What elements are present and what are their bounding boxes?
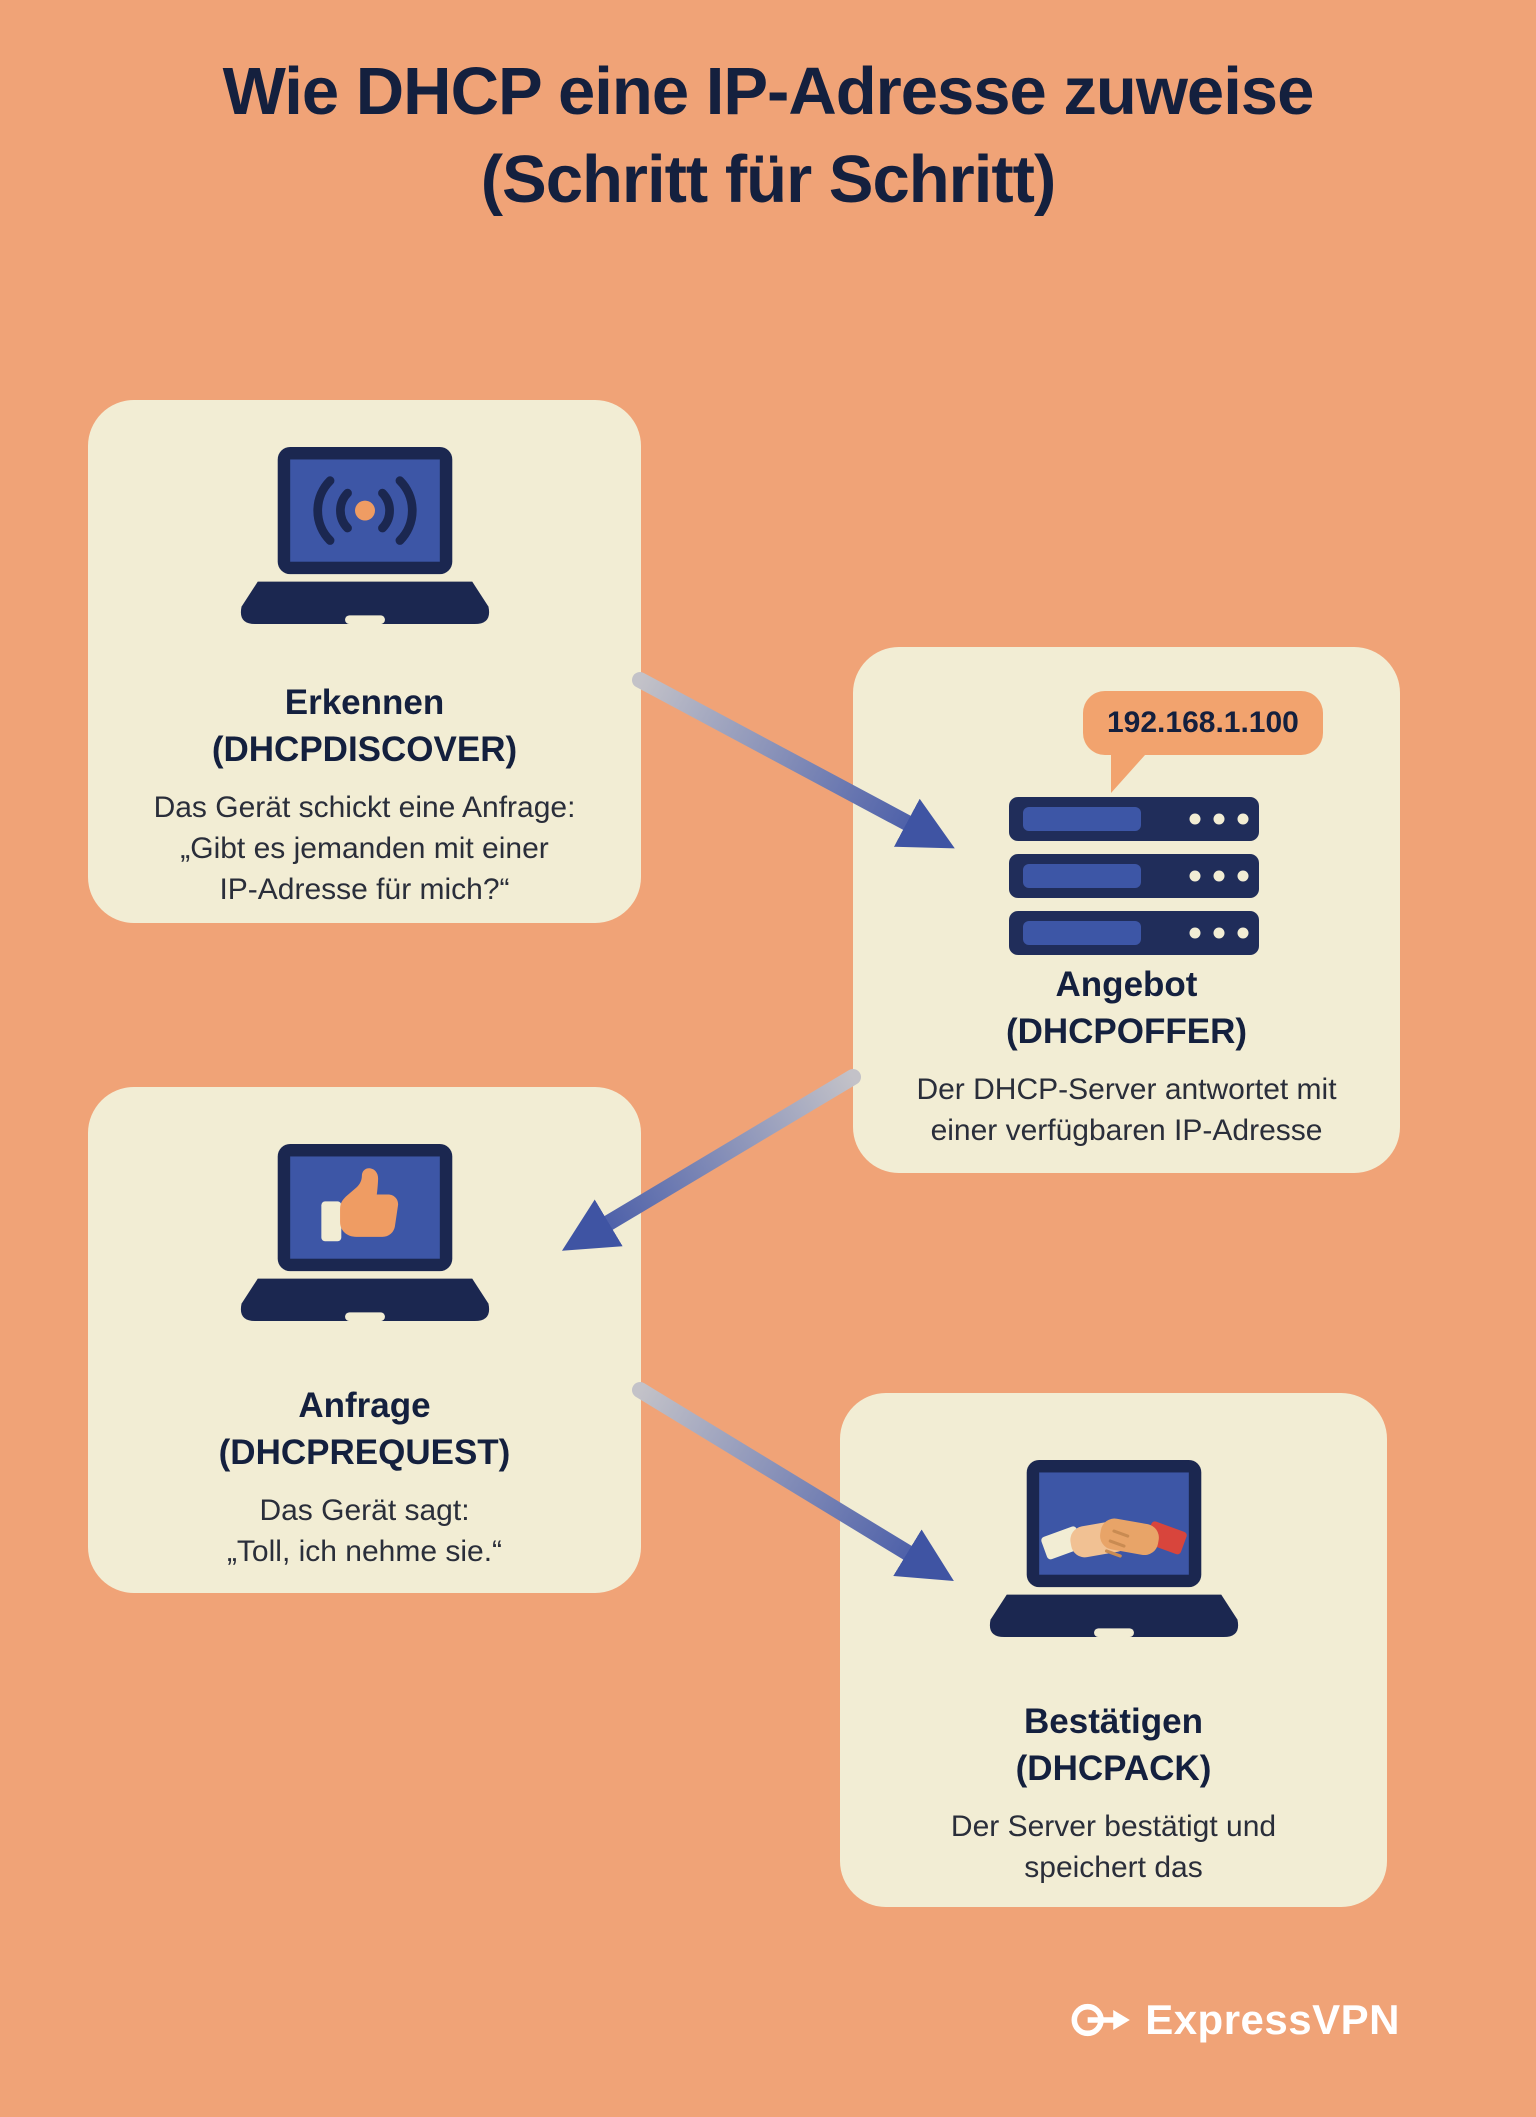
step-body: Der Server bestätigt und speichert das bbox=[951, 1806, 1276, 1889]
step-body-line: IP-Adresse für mich?“ bbox=[219, 873, 510, 907]
step-body-line: speichert das bbox=[1024, 1850, 1203, 1884]
step-body-line: Das Gerät schickt eine Anfrage: bbox=[153, 790, 576, 824]
speech-bubble-tail bbox=[1111, 755, 1145, 793]
step-card-offer: 192.168.1.100 Ang bbox=[853, 647, 1400, 1173]
step-code: (DHCPOFFER) bbox=[1005, 1012, 1248, 1052]
step-body-line: Der DHCP-Server antwortet mit bbox=[916, 1072, 1337, 1106]
step-heading: Erkennen bbox=[284, 683, 445, 722]
page-title: Wie DHCP eine IP-Adresse zuweise (Schrit… bbox=[0, 48, 1536, 225]
step-code: (DHCPDISCOVER) bbox=[211, 730, 518, 770]
brand-name: ExpressVPN bbox=[1145, 1996, 1400, 2043]
offer-visual: 192.168.1.100 bbox=[853, 647, 1400, 961]
step-card-discover: Erkennen (DHCPDISCOVER) Das Gerät schick… bbox=[88, 400, 641, 923]
laptop-broadcast-icon bbox=[240, 446, 489, 625]
step-body: Das Gerät sagt: „Toll, ich nehme sie.“ bbox=[227, 1490, 502, 1573]
step-body-line: einer verfügbaren IP-Adresse bbox=[930, 1113, 1323, 1147]
step-heading: Bestätigen bbox=[1024, 1702, 1203, 1741]
page-title-line1: Wie DHCP eine IP-Adresse zuweise bbox=[222, 54, 1315, 129]
step-body-line: Das Gerät sagt: bbox=[259, 1493, 470, 1527]
expressvpn-arrow-icon bbox=[1071, 2003, 1131, 2037]
step-card-ack: Bestätigen (DHCPACK) Der Server bestätig… bbox=[840, 1393, 1387, 1907]
handshake bbox=[1040, 1518, 1187, 1560]
ip-speech-bubble: 192.168.1.100 bbox=[1083, 691, 1323, 755]
step-heading: Angebot bbox=[1055, 965, 1198, 1004]
step-body-line: Der Server bestätigt und bbox=[950, 1809, 1277, 1843]
step-code: (DHCPREQUEST) bbox=[218, 1433, 511, 1473]
step-body-line: „Gibt es jemanden mit einer bbox=[180, 831, 549, 865]
page-title-line2: (Schritt für Schritt) bbox=[480, 142, 1057, 218]
server-stack-icon bbox=[1009, 797, 1259, 955]
step-card-request: Anfrage (DHCPREQUEST) Das Gerät sagt: „T… bbox=[88, 1087, 641, 1593]
laptop-thumbsup-icon bbox=[240, 1143, 489, 1322]
step-body: Der DHCP-Server antwortet mit einer verf… bbox=[916, 1069, 1336, 1152]
step-code: (DHCPACK) bbox=[1015, 1749, 1212, 1789]
brand: ExpressVPN bbox=[1071, 1996, 1400, 2044]
step-body-line: „Toll, ich nehme sie.“ bbox=[226, 1534, 503, 1568]
laptop-handshake-icon bbox=[989, 1459, 1238, 1638]
step-heading: Anfrage bbox=[298, 1386, 431, 1425]
step-body: Das Gerät schickt eine Anfrage: „Gibt es… bbox=[154, 787, 576, 911]
